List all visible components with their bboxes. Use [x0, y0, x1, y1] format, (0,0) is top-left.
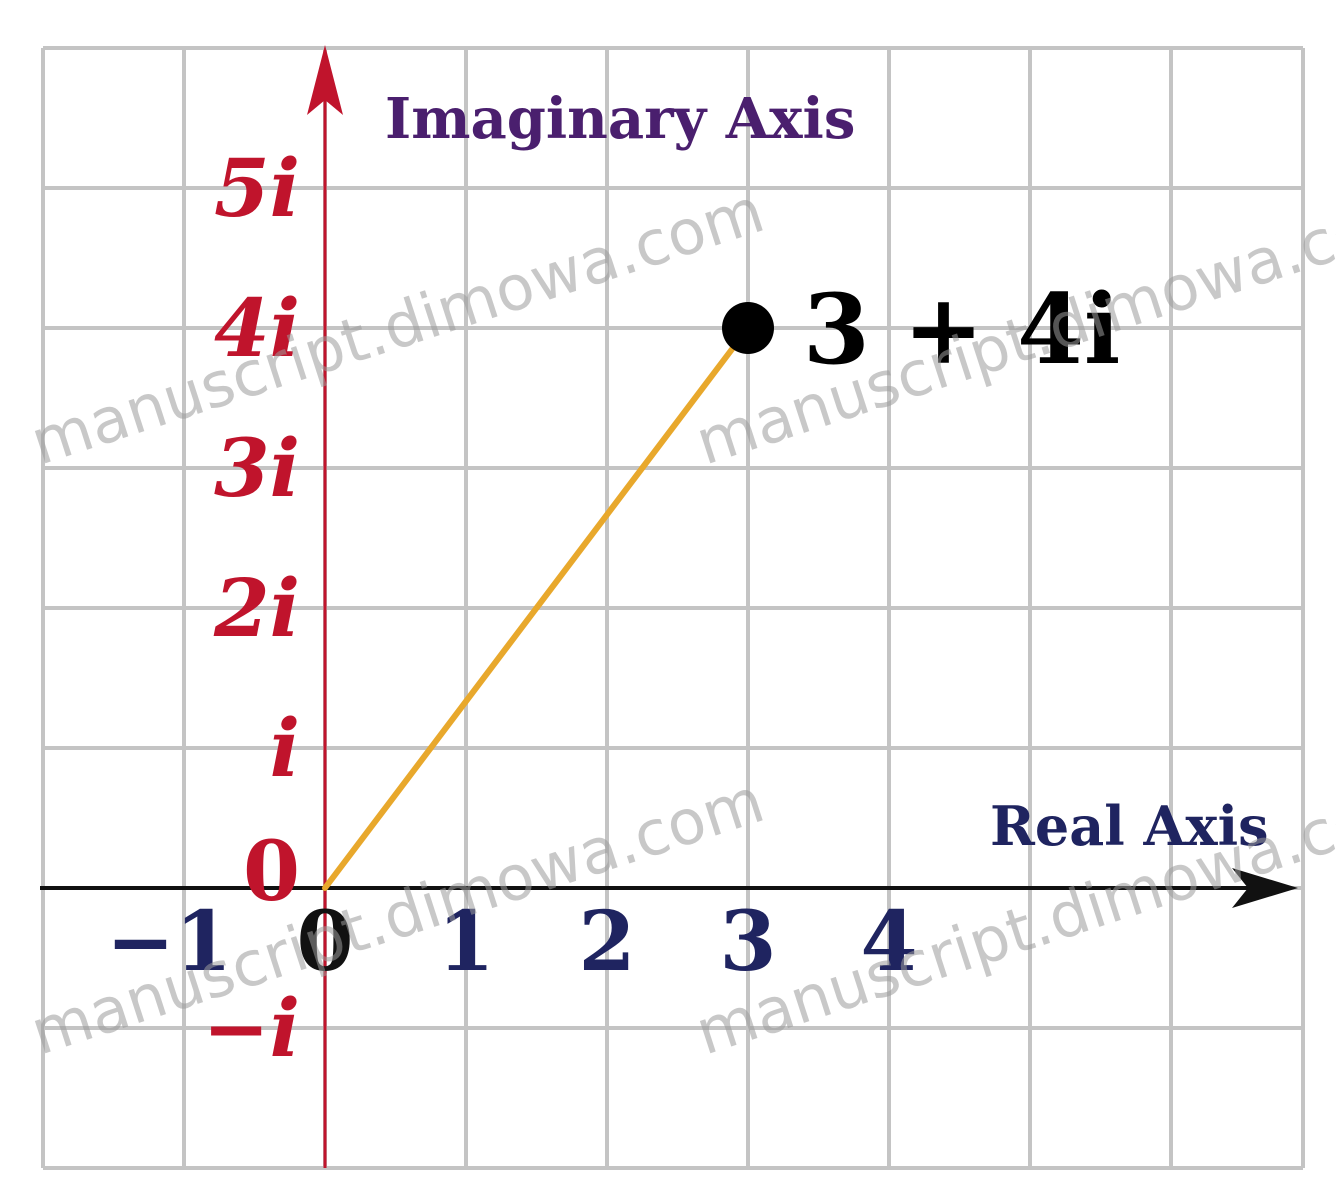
- imaginary-tick-label: 2i: [213, 561, 300, 655]
- complex-point: [722, 302, 774, 354]
- imaginary-tick-label: −i: [203, 981, 300, 1075]
- real-tick-label: 3: [719, 894, 776, 990]
- real-tick-label: −1: [106, 894, 232, 990]
- imaginary-axis-arrowhead: [307, 45, 343, 115]
- real-tick-label: 4: [860, 894, 917, 990]
- imaginary-tick-labels: 5i 4i 3i 2i i −i: [203, 141, 300, 1075]
- real-tick-label: 1: [437, 894, 494, 990]
- real-tick-label: 0: [296, 894, 353, 990]
- real-axis-arrowhead: [1232, 868, 1298, 908]
- vector-to-point: [322, 325, 751, 891]
- real-axis-label: Real Axis: [990, 794, 1269, 858]
- point-label: 3 + 4i: [803, 273, 1120, 386]
- imaginary-axis-label: Imaginary Axis: [385, 86, 855, 152]
- imaginary-tick-label: 4i: [214, 281, 300, 375]
- imaginary-tick-label: i: [270, 701, 300, 795]
- real-tick-label: 2: [578, 894, 635, 990]
- imaginary-tick-label: 5i: [214, 141, 300, 235]
- origin-label: 0: [243, 824, 300, 920]
- imaginary-tick-label: 3i: [214, 421, 300, 515]
